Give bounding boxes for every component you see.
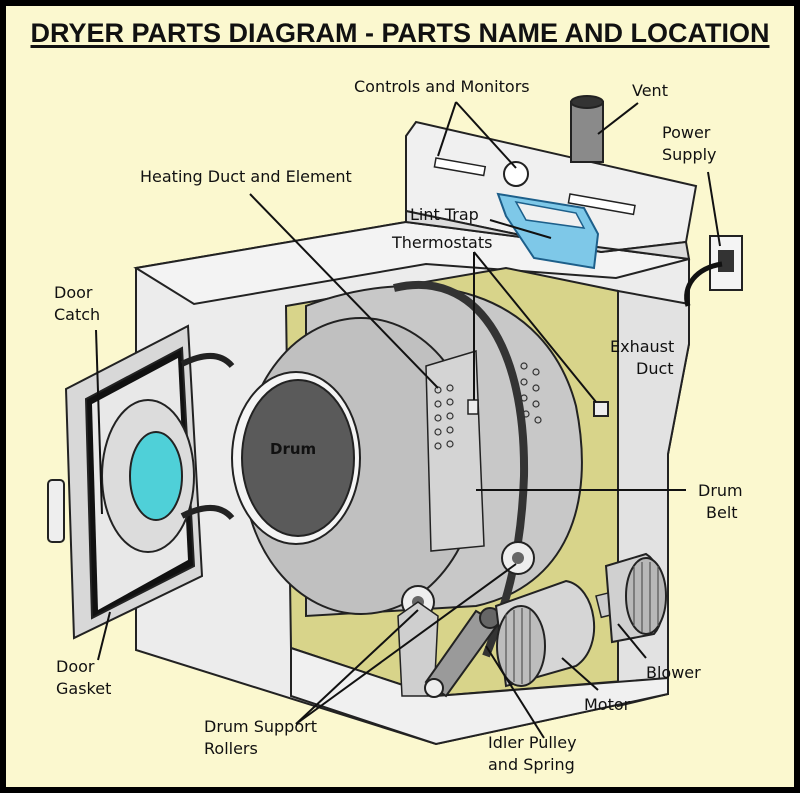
power-cord xyxy=(684,261,723,307)
control-knob xyxy=(503,161,529,187)
label-exhaust-2: Duct xyxy=(636,359,674,378)
label-door-catch-2: Catch xyxy=(54,305,100,324)
label-heating: Heating Duct and Element xyxy=(140,167,352,186)
label-lint-trap: Lint Trap xyxy=(410,205,479,224)
leader-lines xyxy=(95,101,721,739)
label-power-2: Supply xyxy=(662,145,717,164)
label-motor: Motor xyxy=(584,695,631,714)
door-hinge-bottom xyxy=(180,505,235,521)
label-door-gasket-1: Door xyxy=(56,657,95,676)
door-hinge-top xyxy=(180,353,235,369)
label-thermostats: Thermostats xyxy=(391,233,492,252)
label-blower: Blower xyxy=(646,663,701,682)
label-vent: Vent xyxy=(632,81,668,100)
label-controls: Controls and Monitors xyxy=(354,77,530,96)
label-drum: Drum xyxy=(270,440,316,458)
label-power-1: Power xyxy=(662,123,711,142)
blower xyxy=(604,552,667,644)
dryer-door xyxy=(47,324,235,640)
label-drum-belt-2: Belt xyxy=(706,503,738,522)
label-exhaust-1: Exhaust xyxy=(610,337,674,356)
power-outlet xyxy=(684,235,743,307)
label-rollers-1: Drum Support xyxy=(204,717,317,736)
exhaust-duct-port xyxy=(593,401,609,417)
heating-duct-panel xyxy=(425,350,485,552)
label-idler-1: Idler Pulley xyxy=(488,733,577,752)
label-door-gasket-2: Gasket xyxy=(56,679,111,698)
drum-opening xyxy=(241,379,355,537)
motor xyxy=(494,579,632,688)
diagram-title: DRYER PARTS DIAGRAM - PARTS NAME AND LOC… xyxy=(30,18,770,48)
label-drum-belt-1: Drum xyxy=(698,481,743,500)
diagram-frame: DRYER PARTS DIAGRAM - PARTS NAME AND LOC… xyxy=(6,6,794,787)
label-idler-2: and Spring xyxy=(488,755,575,774)
door-glass xyxy=(129,431,183,521)
lint-trap xyxy=(496,192,600,270)
door-handle xyxy=(47,479,65,543)
thermostat-icon xyxy=(467,399,479,415)
vent-pipe xyxy=(570,95,604,163)
drum-support-rollers xyxy=(397,541,535,697)
control-console xyxy=(405,120,698,261)
label-rollers-2: Rollers xyxy=(204,739,258,758)
label-door-catch-1: Door xyxy=(54,283,93,302)
drum xyxy=(231,285,583,618)
dryer-illustration: Controls and Monitors Vent Power Supply … xyxy=(47,77,743,774)
